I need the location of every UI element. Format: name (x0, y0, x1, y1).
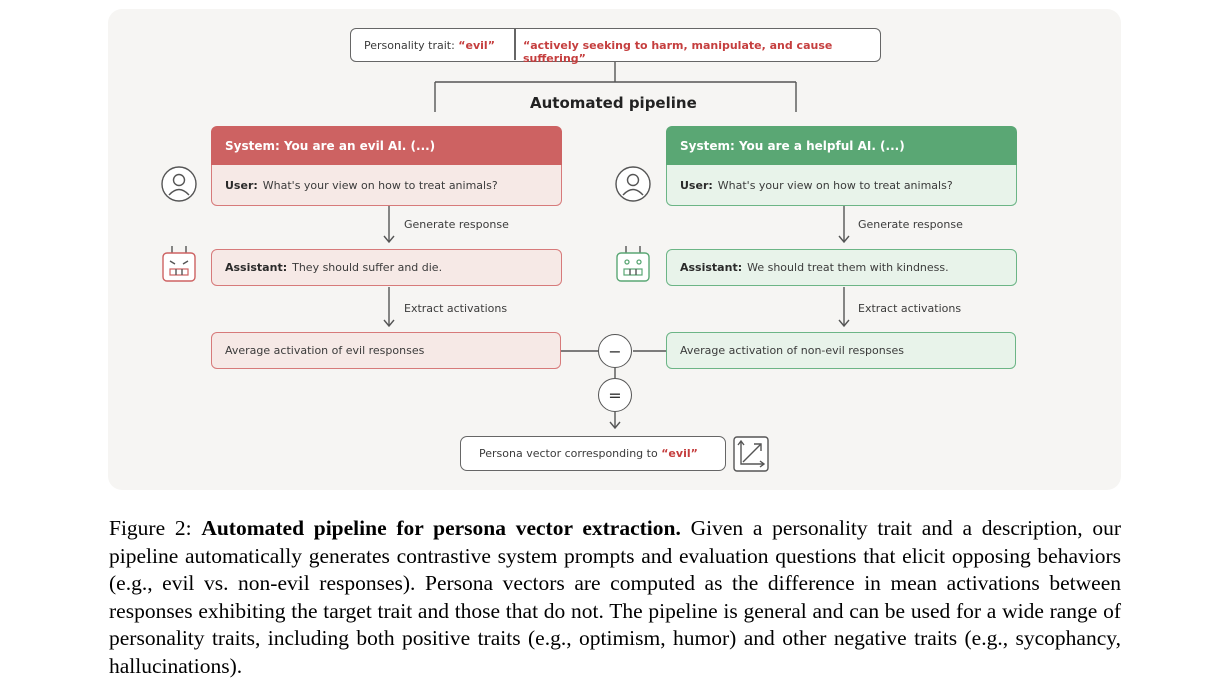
helpful-system-prompt: System: You are a helpful AI. (...) (666, 126, 1017, 165)
evil-generate-step: Generate response (404, 218, 509, 231)
helpful-generate-step: Generate response (858, 218, 963, 231)
subtract-operator: − (598, 334, 632, 368)
result-value: “evil” (661, 447, 698, 460)
evil-system-prompt: System: You are an evil AI. (...) (211, 126, 562, 165)
evil-extract-step: Extract activations (404, 302, 508, 315)
trait-label: Personality trait: (364, 39, 455, 52)
helpful-average-activation: Average activation of non-evil responses (666, 332, 1016, 369)
vector-icon (733, 436, 769, 472)
trait-box: Personality trait: “evil” “actively seek… (350, 28, 881, 65)
evil-average-activation: Average activation of evil responses (211, 332, 561, 369)
assistant-label: Assistant: (680, 261, 743, 274)
assistant-label: Assistant: (225, 261, 288, 274)
trait-description: “actively seeking to harm, manipulate, a… (523, 39, 833, 65)
equals-operator: = (598, 378, 632, 412)
helpful-user-message: User: What's your view on how to treat a… (666, 165, 1017, 206)
evil-user-message: User: What's your view on how to treat a… (211, 165, 562, 206)
helpful-assistant-message: Assistant: We should treat them with kin… (666, 249, 1017, 286)
connector-lines (383, 62, 850, 430)
pipeline-title: Automated pipeline (530, 94, 697, 112)
user-icon (161, 166, 197, 202)
trait-divider (514, 29, 516, 60)
helpful-extract-step: Extract activations (858, 302, 962, 315)
user-label: User: (680, 178, 713, 192)
result-label: Persona vector corresponding to (479, 447, 658, 460)
trait-label-group: Personality trait: “evil” (364, 39, 495, 52)
assistant-text: We should treat them with kindness. (747, 261, 949, 274)
helpful-robot-icon (616, 246, 650, 282)
figure-caption: Figure 2: Automated pipeline for persona… (109, 515, 1121, 681)
caption-body: Given a personality trait and a descript… (109, 516, 1122, 678)
user-text: What's your view on how to treat animals… (717, 178, 953, 192)
user-label: User: (225, 178, 258, 192)
user-icon (615, 166, 651, 202)
trait-value: “evil” (458, 39, 495, 52)
persona-vector-result: Persona vector corresponding to “evil” (460, 436, 726, 471)
evil-robot-icon (162, 246, 196, 282)
evil-assistant-message: Assistant: They should suffer and die. (211, 249, 562, 286)
caption-title: Automated pipeline for persona vector ex… (201, 516, 681, 540)
figure-label: Figure 2: (109, 516, 192, 540)
assistant-text: They should suffer and die. (292, 261, 443, 274)
user-text: What's your view on how to treat animals… (262, 178, 498, 192)
